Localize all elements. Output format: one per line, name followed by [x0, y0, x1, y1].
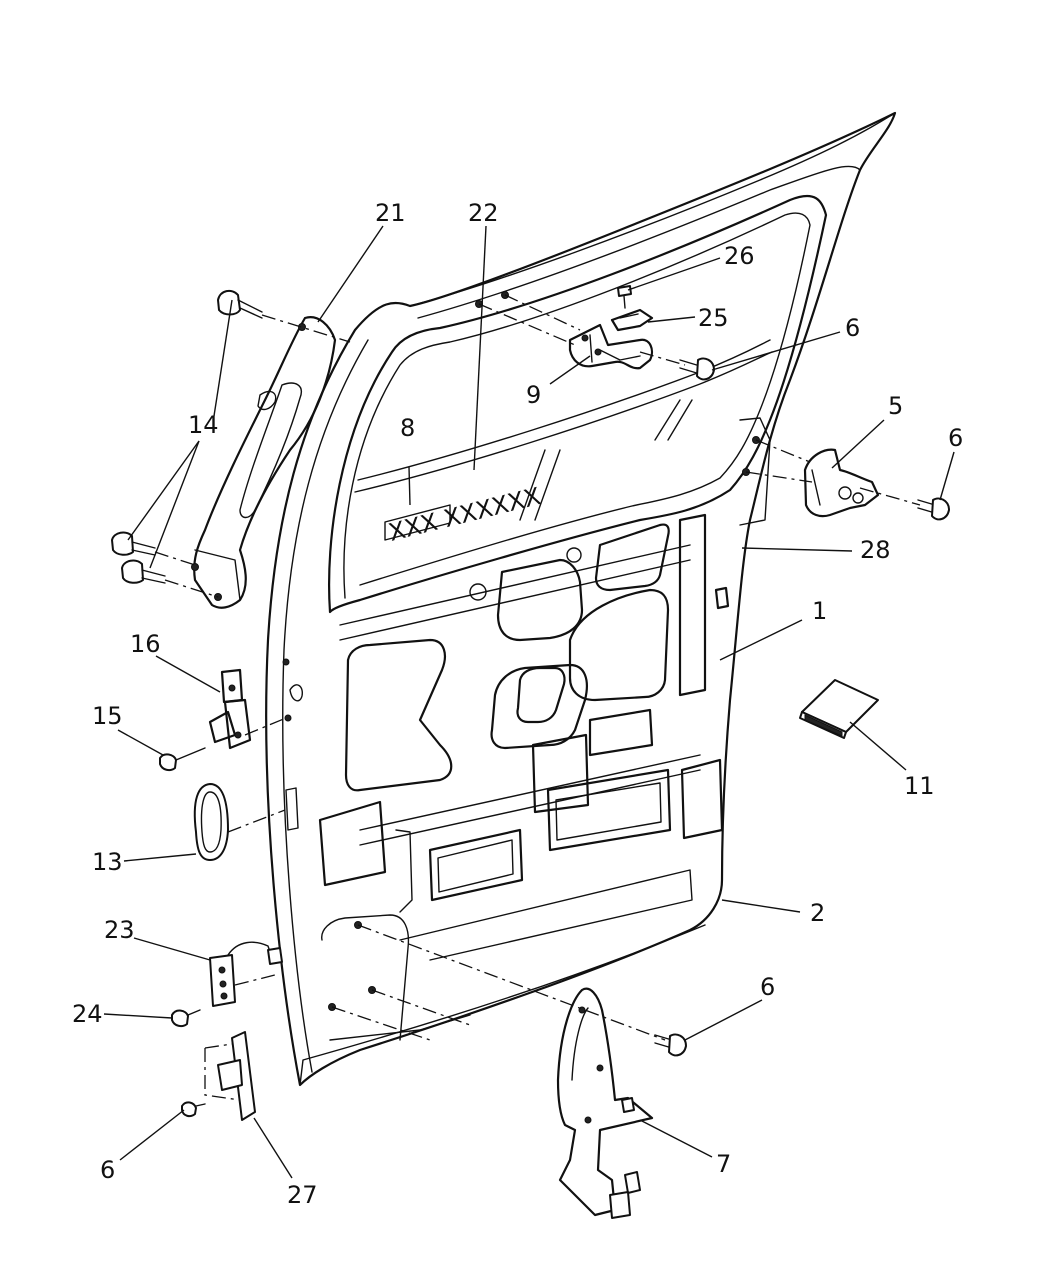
- bolt-14-low: [121, 559, 219, 598]
- callout-21: 21: [375, 199, 406, 227]
- plug-13: [193, 783, 286, 861]
- hinge-16: [208, 668, 287, 750]
- callout-9: 9: [526, 381, 541, 409]
- callout-16: 16: [130, 630, 161, 658]
- regulator-bracket: [478, 294, 686, 370]
- callout-26: 26: [724, 242, 755, 270]
- striker-27: [204, 1031, 256, 1121]
- callout-5: 5: [888, 392, 903, 420]
- switch-23: [209, 941, 283, 1007]
- callout-1: 1: [812, 597, 827, 625]
- callout-6: 6: [100, 1156, 115, 1184]
- callout-14: 14: [188, 411, 219, 439]
- callout-6: 6: [760, 973, 775, 1001]
- door-shell: [265, 111, 897, 1087]
- screw-15: [159, 747, 206, 772]
- bumper-part: [799, 679, 879, 739]
- callout-28: 28: [860, 536, 891, 564]
- callout-11: 11: [904, 772, 935, 800]
- bolt-14-mid: [111, 531, 196, 566]
- callout-27: 27: [287, 1181, 318, 1209]
- bolt-6-latch: [917, 497, 950, 521]
- callout-25: 25: [698, 304, 729, 332]
- screw-6-striker: [181, 1101, 206, 1118]
- screw-26: [617, 285, 632, 309]
- callout-2: 2: [810, 899, 825, 927]
- latch-assembly: [745, 439, 921, 518]
- callout-22: 22: [468, 199, 499, 227]
- screw-24: [171, 1009, 201, 1028]
- callout-6: 6: [948, 424, 963, 452]
- leader-lines: [103, 225, 955, 1179]
- lower-hinge-7: [331, 924, 666, 1219]
- callout-13: 13: [92, 848, 123, 876]
- bolt-6-window: [679, 357, 715, 381]
- callout-8: 8: [400, 414, 415, 442]
- bolt-14-top: [217, 289, 351, 343]
- bolt-6-lower-hinge: [654, 1033, 687, 1057]
- clip-25: [610, 308, 654, 332]
- callout-7: 7: [716, 1150, 731, 1178]
- callout-23: 23: [104, 916, 135, 944]
- callout-6: 6: [845, 314, 860, 342]
- callout-15: 15: [92, 702, 123, 730]
- window-rail-part: [191, 316, 337, 609]
- callout-24: 24: [72, 1000, 103, 1028]
- callout-labels: 21 22 26 25 6 9 8 14 5 6 28 1 16 15 11 1…: [72, 199, 963, 1209]
